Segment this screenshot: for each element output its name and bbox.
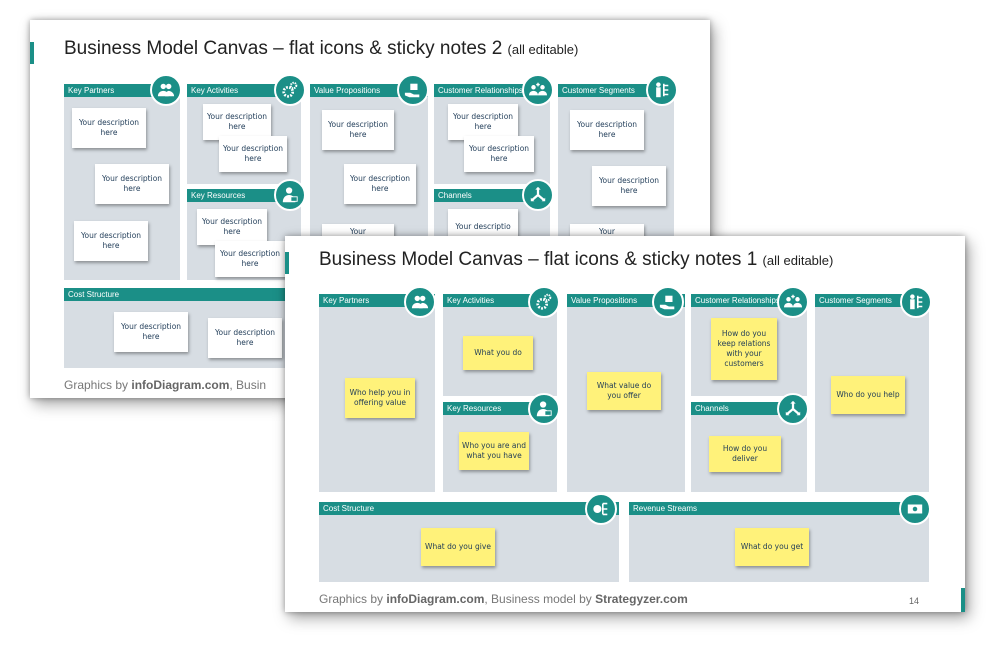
title-accent	[30, 42, 34, 64]
footer-credit: Graphics by infoDiagram.com, Business mo…	[319, 592, 688, 606]
partners-icon	[150, 74, 182, 106]
title-accent	[285, 252, 289, 274]
block-key-partners: Key Partners Your description here Your …	[64, 84, 180, 280]
title-text: Business Model Canvas – flat icons & sti…	[319, 249, 758, 270]
sticky-note-value-propositions: What value do you offer	[587, 372, 661, 410]
segments-icon	[900, 286, 932, 318]
relationship-icon	[777, 286, 809, 318]
footer-mid: , Business model by	[484, 592, 596, 606]
relationship-icon	[522, 74, 554, 106]
block-header: Cost Structure	[64, 288, 314, 301]
block-channels: Channels How do you deliver	[691, 402, 807, 492]
title-sub: (all editable)	[762, 253, 834, 268]
page-number: 14	[909, 596, 920, 606]
block-key-activities: Key Activities What you do	[443, 294, 557, 396]
money-tree-icon	[585, 493, 617, 525]
sticky-note: Your description here	[72, 108, 146, 148]
sticky-note: Your description here	[219, 136, 287, 172]
sticky-note-customer-relationships: How do you keep relations with your cust…	[711, 318, 777, 380]
sticky-note: Your description here	[322, 110, 394, 150]
sticky-note: Your description here	[203, 104, 271, 140]
block-header: Channels	[434, 189, 550, 202]
block-header: Key Activities	[187, 84, 301, 97]
resource-person-icon	[274, 179, 306, 211]
page-title: Business Model Canvas – flat icons & sti…	[64, 38, 578, 60]
footer-rest: , Busin	[229, 378, 267, 392]
sticky-note: Your description here	[448, 104, 518, 140]
footer-brand: infoDiagram.com	[386, 592, 485, 606]
footer-prefix: Graphics by	[64, 378, 132, 392]
channels-icon	[522, 179, 554, 211]
title-text: Business Model Canvas – flat icons & sti…	[64, 38, 503, 59]
sticky-note-revenue-streams: What do you get	[735, 528, 809, 566]
sticky-note-channels: How do you deliver	[709, 436, 781, 472]
sticky-note: Your description here	[114, 312, 188, 352]
block-key-partners: Key Partners Who help you in offering va…	[319, 294, 435, 492]
block-header: Customer Relationships	[434, 84, 550, 97]
sticky-note: Your description here	[197, 209, 267, 245]
sticky-note-cost-structure: What do you give	[421, 528, 495, 566]
footer-brand2: Strategyzer.com	[595, 592, 688, 606]
slide-front: Business Model Canvas – flat icons & sti…	[285, 236, 965, 612]
block-customer-segments: Customer Segments Who do you help	[815, 294, 929, 492]
box-hand-icon	[397, 74, 429, 106]
box-hand-icon	[652, 286, 684, 318]
block-value-propositions: Value Propositions What value do you off…	[567, 294, 685, 492]
title-sub: (all editable)	[507, 42, 579, 57]
block-header: Customer Segments	[558, 84, 674, 97]
footer-credit: Graphics by infoDiagram.com, Busin	[64, 378, 266, 392]
segments-icon	[646, 74, 678, 106]
block-header: Revenue Streams	[629, 502, 929, 515]
gears-icon	[274, 74, 306, 106]
block-customer-relationships: Customer Relationships Your description …	[434, 84, 550, 184]
sticky-note-key-partners: Who help you in offering value	[345, 378, 415, 418]
page-title: Business Model Canvas – flat icons & sti…	[319, 249, 833, 271]
partners-icon	[404, 286, 436, 318]
sticky-note: Your description here	[95, 164, 169, 204]
sticky-note-customer-segments: Who do you help	[831, 376, 905, 414]
sticky-note-key-activities: What you do	[463, 336, 533, 370]
sticky-note: Your description here	[74, 221, 148, 261]
block-customer-relationships: Customer Relationships How do you keep r…	[691, 294, 807, 396]
footer-brand: infoDiagram.com	[131, 378, 230, 392]
resource-person-icon	[528, 393, 560, 425]
block-cost-structure: Cost Structure Your description here You…	[64, 288, 314, 368]
sticky-note: Your description here	[592, 166, 666, 206]
sticky-note: Your description here	[344, 164, 416, 204]
block-cost-structure: Cost Structure What do you give	[319, 502, 619, 582]
sticky-note: Your description here	[464, 136, 534, 172]
sticky-note-key-resources: Who you are and what you have	[459, 432, 529, 470]
cash-icon	[899, 493, 931, 525]
gears-icon	[528, 286, 560, 318]
sticky-note: Your description here	[570, 110, 644, 150]
corner-accent	[961, 588, 965, 612]
block-header: Cost Structure	[319, 502, 619, 515]
sticky-note: Your description here	[215, 241, 285, 277]
sticky-note: Your description here	[208, 318, 282, 358]
block-revenue-streams: Revenue Streams What do you get	[629, 502, 929, 582]
block-header: Key Resources	[187, 189, 301, 202]
footer-prefix: Graphics by	[319, 592, 387, 606]
channels-icon	[777, 393, 809, 425]
block-key-activities: Key Activities Your description here You…	[187, 84, 301, 184]
